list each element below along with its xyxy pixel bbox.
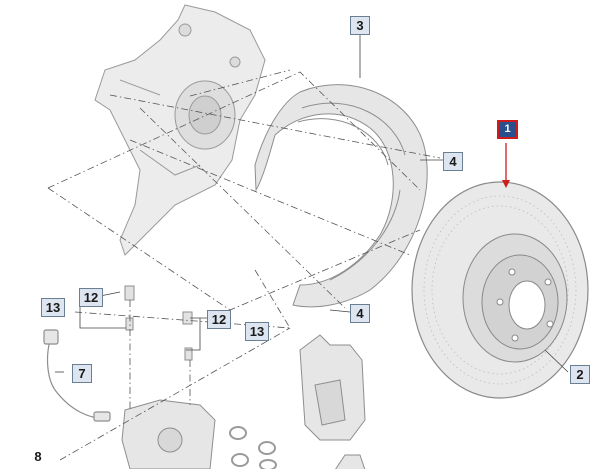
steering-knuckle: [94, 4, 266, 256]
callout-13-left[interactable]: 13: [41, 298, 65, 317]
callout-7[interactable]: 7: [72, 364, 92, 383]
callout-8[interactable]: 8: [34, 449, 42, 464]
brake-caliper: [121, 399, 216, 469]
callout-2[interactable]: 2: [570, 365, 590, 384]
callout-4-top[interactable]: 4: [443, 152, 463, 171]
selection-arrow: [502, 143, 510, 188]
dust-shield: [254, 84, 428, 308]
brake-disc: [411, 181, 589, 399]
callout-13-right[interactable]: 13: [245, 322, 269, 341]
bolts: [124, 285, 193, 361]
callout-1-selected[interactable]: 1: [497, 120, 518, 139]
wear-sensor-cable: [43, 329, 111, 422]
callout-12-left[interactable]: 12: [79, 288, 103, 307]
seal-rings: [229, 426, 277, 469]
callout-3[interactable]: 3: [350, 16, 370, 35]
brake-pads: [299, 334, 366, 469]
callout-4-bottom[interactable]: 4: [350, 304, 370, 323]
callout-12-right[interactable]: 12: [207, 310, 231, 329]
